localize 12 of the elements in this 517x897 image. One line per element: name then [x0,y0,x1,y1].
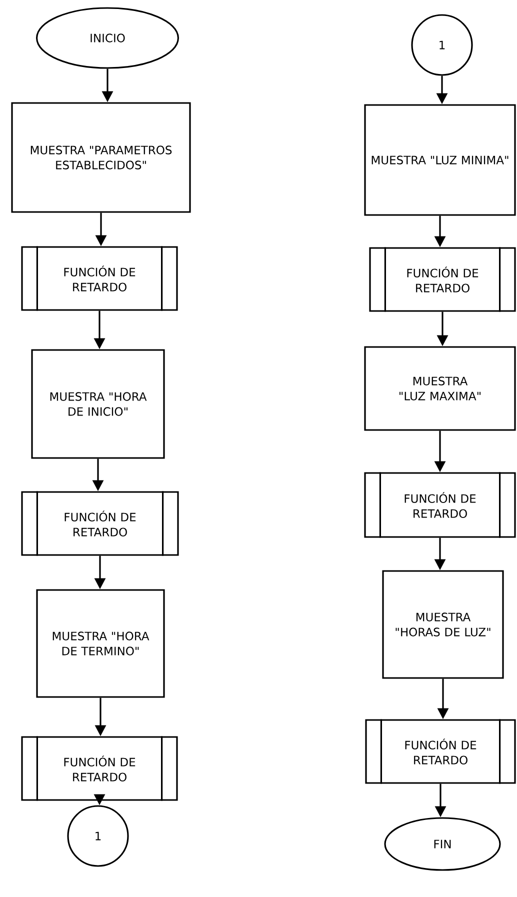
subroutine-box: FUNCIÓN DE RETARDO [365,719,516,784]
process-box: MUESTRA "HORAS DE LUZ" [382,570,504,679]
process-box: MUESTRA "LUZ MAXIMA" [364,346,516,431]
process-box: MUESTRA "HORA DE INICIO" [31,349,165,459]
subroutine-box: FUNCIÓN DE RETARDO [364,472,516,538]
subroutine-box: FUNCIÓN DE RETARDO [21,736,178,801]
process-box: MUESTRA "PARAMETROS ESTABLECIDOS" [11,102,191,213]
subroutine-box: FUNCIÓN DE RETARDO [21,246,178,311]
process-box: MUESTRA "LUZ MINIMA" [364,104,516,216]
process-box: MUESTRA "HORA DE TERMINO" [36,589,165,698]
subroutine-box: FUNCIÓN DE RETARDO [369,247,516,312]
subroutine-box: FUNCIÓN DE RETARDO [21,491,179,556]
